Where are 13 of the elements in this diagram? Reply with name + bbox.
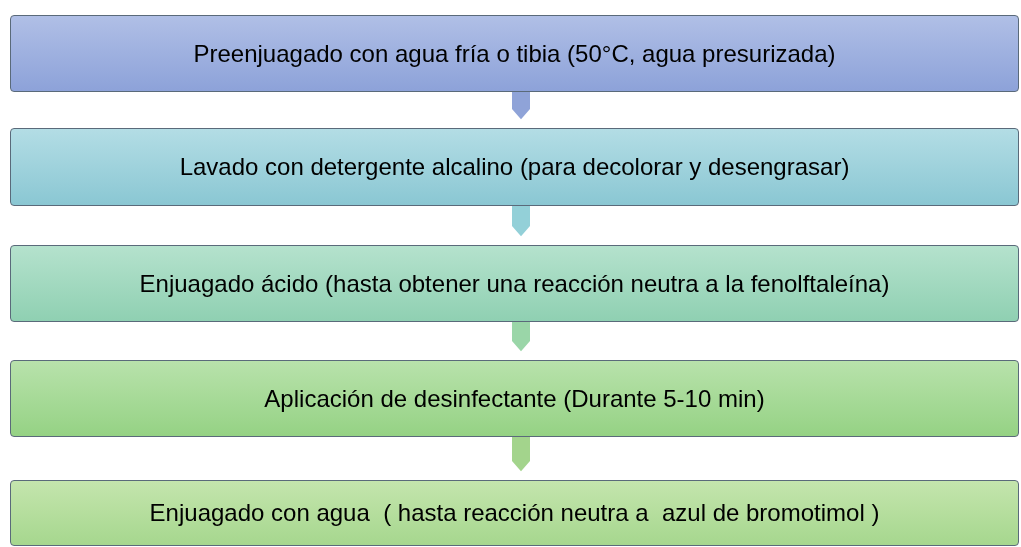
process-box xyxy=(10,128,1019,206)
arrow xyxy=(512,322,530,352)
process-box xyxy=(10,245,1019,322)
arrow xyxy=(512,206,530,237)
step-text: Lavado con detergente alcalino (para decolorar y desengrasar) xyxy=(179,152,850,182)
process-box xyxy=(10,480,1019,546)
step-text: Enjuagado con agua ( hasta reacción neutra a azul de bromotimol ) xyxy=(149,498,880,528)
step-text: Enjuagado ácido (hasta obtener una reacción neutra a la fenolftaleína) xyxy=(139,268,890,299)
arrow xyxy=(512,92,530,120)
process-box xyxy=(10,15,1019,92)
step-text: Preenjuagado con agua fría o tibia (50°C, agua presurizada) xyxy=(193,38,836,69)
step-text: Aplicación de desinfectante (Durante 5-10 min) xyxy=(264,383,765,414)
process-box xyxy=(10,360,1019,437)
